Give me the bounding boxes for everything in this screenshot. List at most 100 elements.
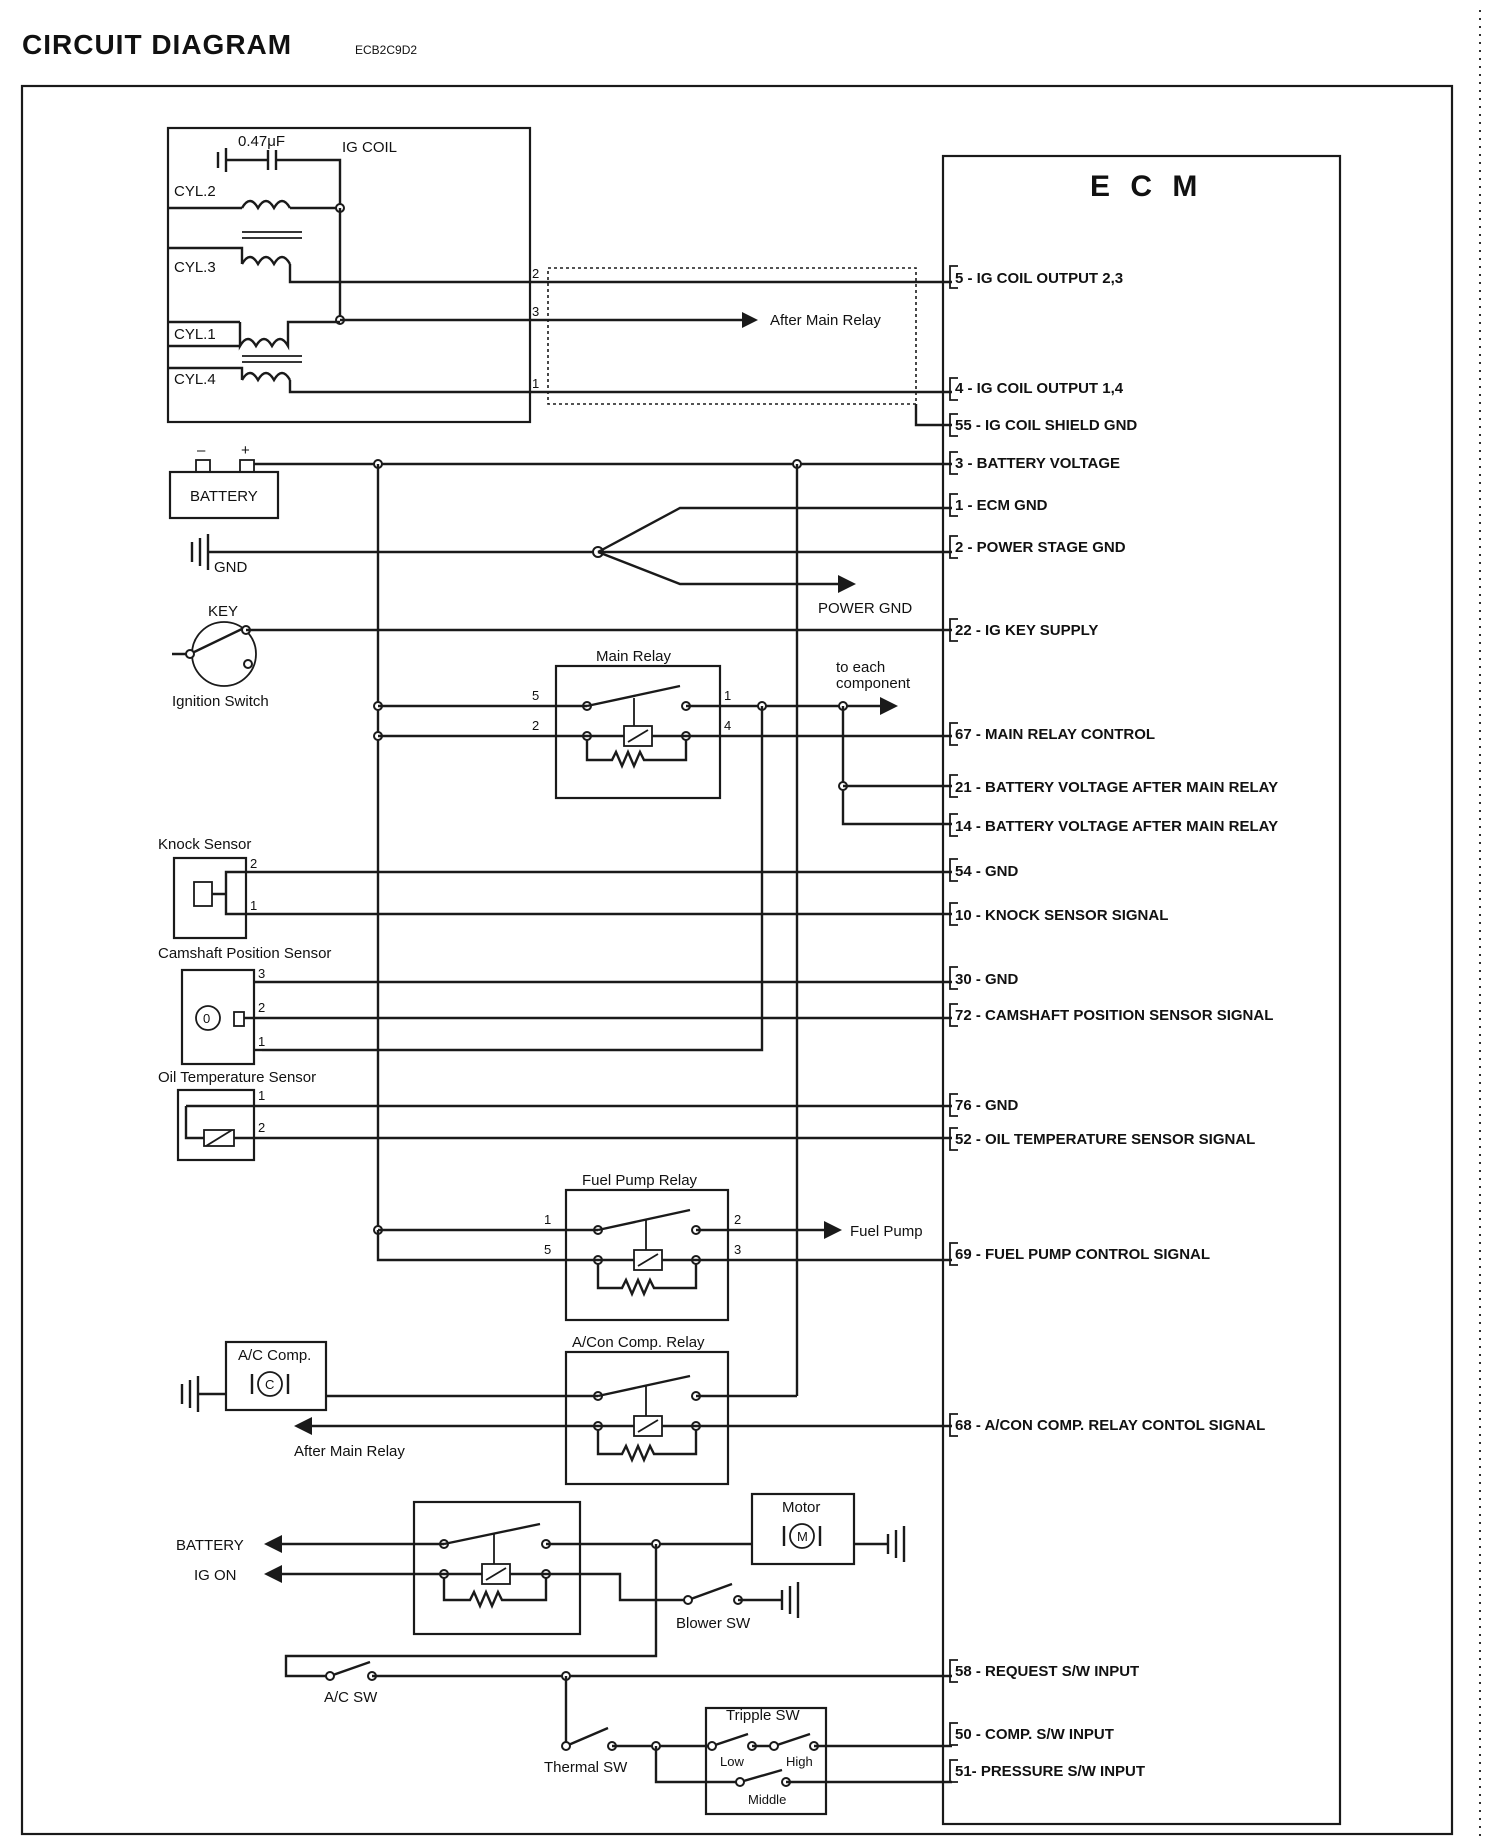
cyl4-label: CYL.4: [174, 371, 216, 388]
ig-coil-group: 0.47μF IG COIL CYL.2 CYL.3 CYL.1 CYL.4: [166, 126, 540, 424]
ecm-title: E C M: [1090, 170, 1203, 203]
gnd-label: GND: [214, 559, 248, 576]
oil-temp-sensor-box: [176, 1088, 256, 1162]
svg-text:14 - BATTERY VOLTAGE AFTER MAI: 14 - BATTERY VOLTAGE AFTER MAIN RELAY: [955, 818, 1278, 835]
knock-sensor-icon: [193, 881, 213, 907]
svg-text:67 - MAIN RELAY CONTROL: 67 - MAIN RELAY CONTROL: [955, 726, 1155, 743]
camshaft-sensor-icon: [195, 1005, 221, 1031]
svg-text:1: 1: [544, 1212, 551, 1227]
ecm-pin: 1 - ECM GND: [949, 493, 1048, 517]
capacitor-icon: [266, 150, 278, 170]
arrow-icon: [264, 1565, 282, 1583]
battery-label-2: BATTERY: [176, 1537, 244, 1554]
knock-sensor-label: Knock Sensor: [158, 836, 251, 853]
coil-primary-1: [240, 199, 292, 211]
ecm-pin: 69 - FUEL PUMP CONTROL SIGNAL: [949, 1242, 1210, 1266]
thermal-sw-label: Thermal SW: [544, 1759, 628, 1776]
knock-sensor-group: Knock Sensor: [158, 836, 251, 940]
ground-icon: [854, 1526, 906, 1562]
svg-text:3: 3: [258, 966, 265, 981]
cyl1-label: CYL.1: [174, 326, 216, 343]
ecm-pin: 3 - BATTERY VOLTAGE: [949, 451, 1120, 475]
ecm-pin: 22 - IG KEY SUPPLY: [949, 618, 1098, 642]
svg-text:M: M: [797, 1529, 808, 1544]
svg-text:30 - GND: 30 - GND: [955, 971, 1019, 988]
camshaft-sensor-label: Camshaft Position Sensor: [158, 945, 331, 962]
low-label: Low: [720, 1754, 744, 1769]
document-code: ECB2C9D2: [355, 43, 417, 57]
acon-comp-relay-group: A/Con Comp. Relay: [564, 1334, 730, 1486]
ground-icon: [216, 148, 228, 172]
svg-text:51- PRESSURE S/W INPUT: 51- PRESSURE S/W INPUT: [955, 1763, 1145, 1780]
ecm-pin: 58 - REQUEST S/W INPUT: [949, 1659, 1139, 1683]
after-main-relay-label-2: After Main Relay: [294, 1443, 405, 1460]
relay-resistor-icon: [596, 1426, 698, 1464]
tripple-sw-group: Tripple SW Low High Middle: [702, 1706, 828, 1816]
battery-label: BATTERY: [190, 488, 258, 505]
page-title: CIRCUIT DIAGRAM: [22, 29, 292, 60]
ecm-pins: 5 - IG COIL OUTPUT 2,3 4 - IG COIL OUTPU…: [949, 265, 1278, 1783]
fuel-pump-label: Fuel Pump: [850, 1223, 923, 1240]
ecm-box: [941, 154, 1342, 1826]
svg-text:68 - A/CON COMP. RELAY CONTOL: 68 - A/CON COMP. RELAY CONTOL SIGNAL: [955, 1417, 1265, 1434]
svg-text:2: 2: [258, 1120, 265, 1135]
tripple-sw-label: Tripple SW: [726, 1707, 800, 1724]
coil-shield: [547, 267, 917, 405]
ecm-pin: 2 - POWER STAGE GND: [949, 535, 1126, 559]
svg-text:+: +: [241, 442, 250, 459]
main-relay-box: [554, 664, 722, 800]
svg-text:3 - BATTERY VOLTAGE: 3 - BATTERY VOLTAGE: [955, 455, 1120, 472]
svg-text:58 - REQUEST S/W INPUT: 58 - REQUEST S/W INPUT: [955, 1663, 1139, 1680]
ecm-pin: 67 - MAIN RELAY CONTROL: [949, 722, 1155, 746]
svg-text:4 - IG COIL OUTPUT 1,4: 4 - IG COIL OUTPUT 1,4: [955, 380, 1124, 397]
ac-comp-box: [224, 1340, 328, 1412]
svg-text:1: 1: [258, 1034, 265, 1049]
relay-resistor-icon: [585, 736, 688, 770]
motor-icon: [789, 1523, 815, 1549]
blower-relay-group: [412, 1500, 582, 1636]
svg-text:C: C: [265, 1377, 274, 1392]
ground-icon: [738, 1582, 800, 1618]
coil-pin-3: 3: [532, 304, 539, 319]
ecm-pin: 10 - KNOCK SENSOR SIGNAL: [949, 902, 1168, 926]
svg-text:2 - POWER STAGE GND: 2 - POWER STAGE GND: [955, 539, 1126, 556]
svg-text:55 - IG COIL SHIELD GND: 55 - IG COIL SHIELD GND: [955, 417, 1137, 434]
fuel-pump-relay-label: Fuel Pump Relay: [582, 1172, 698, 1189]
cyl2-label: CYL.2: [174, 183, 216, 200]
middle-label: Middle: [748, 1792, 786, 1807]
cyl3-label: CYL.3: [174, 259, 216, 276]
battery-box: [168, 470, 280, 520]
ecm-pin: 5 - IG COIL OUTPUT 2,3: [949, 265, 1123, 289]
arrow-icon: [824, 1221, 842, 1239]
component-label: component: [836, 675, 911, 692]
ground-icon: [190, 534, 210, 570]
camshaft-sensor-group: Camshaft Position Sensor 0: [158, 945, 331, 1066]
blower-relay-box: [412, 1500, 582, 1636]
arrow-icon: [264, 1535, 282, 1553]
diagram-frame: [20, 84, 1454, 1836]
svg-text:1: 1: [250, 898, 257, 913]
ecm-pin: 68 - A/CON COMP. RELAY CONTOL SIGNAL: [949, 1413, 1265, 1437]
ecm-pin: 54 - GND: [949, 858, 1019, 882]
after-main-relay-bus: [262, 706, 764, 1052]
motor-label: Motor: [782, 1499, 820, 1516]
svg-text:22 - IG KEY SUPPLY: 22 - IG KEY SUPPLY: [955, 622, 1098, 639]
svg-text:–: –: [197, 442, 206, 459]
svg-text:52 - OIL TEMPERATURE SENSOR SI: 52 - OIL TEMPERATURE SENSOR SIGNAL: [955, 1131, 1255, 1148]
capacitor-wire-right: [276, 158, 342, 208]
high-label: High: [786, 1754, 813, 1769]
relay-resistor-icon: [596, 1260, 698, 1298]
arrow-icon: [294, 1417, 312, 1435]
svg-text:72 - CAMSHAFT POSITION SENSOR: 72 - CAMSHAFT POSITION SENSOR SIGNAL: [955, 1007, 1273, 1024]
oil-temp-sensor-label: Oil Temperature Sensor: [158, 1069, 316, 1086]
ecm-pin: 4 - IG COIL OUTPUT 1,4: [949, 377, 1124, 401]
relay-resistor-icon: [442, 1574, 548, 1610]
ecm-pin: 30 - GND: [949, 966, 1019, 990]
ecm-pin: 51- PRESSURE S/W INPUT: [949, 1759, 1145, 1783]
svg-text:4: 4: [724, 718, 731, 733]
ac-comp-label: A/C Comp.: [238, 1347, 311, 1364]
ecm-pin: 50 - COMP. S/W INPUT: [949, 1722, 1114, 1746]
svg-text:1: 1: [258, 1088, 265, 1103]
